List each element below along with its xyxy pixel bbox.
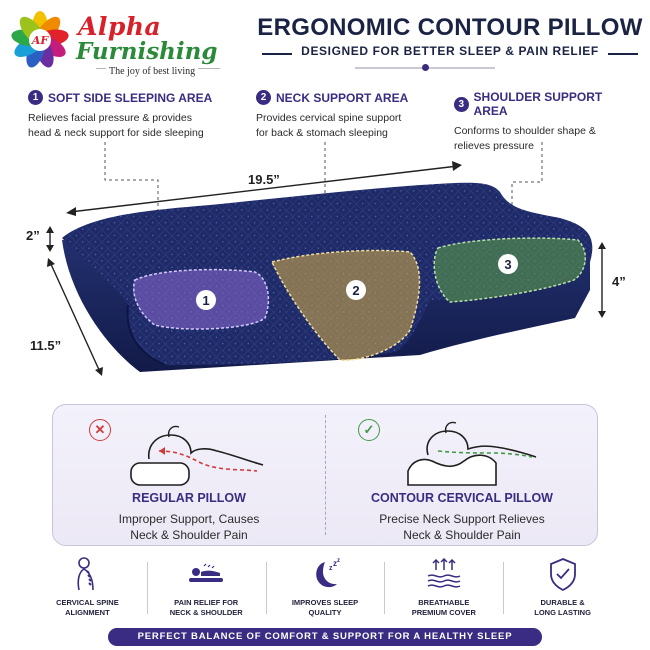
footer-banner: PERFECT BALANCE OF COMFORT & SUPPORT FOR…: [108, 628, 542, 646]
subtitle-dot: [422, 64, 429, 71]
regular-pillow-description: Improper Support, Causes Neck & Shoulder…: [53, 511, 325, 543]
feature-row: CERVICAL SPINE ALIGNMENT PAIN RELIEF FOR…: [28, 556, 622, 624]
area-number-badge: 2: [256, 90, 271, 105]
x-circle-icon: ✕: [89, 419, 111, 441]
feature-label-line: CERVICAL SPINE: [56, 598, 119, 607]
feature-item: BREATHABLE PREMIUM COVER: [384, 556, 503, 624]
area-heading: 2 NECK SUPPORT AREA: [256, 90, 426, 105]
feature-item: DURABLE & LONG LASTING: [503, 556, 622, 624]
zone-1-marker: 1: [196, 290, 216, 310]
area-description: Conforms to shoulder shape & relieves pr…: [454, 124, 634, 154]
comparison-panel: ✕ REGULAR PILLOW Improper Support, Cause…: [52, 404, 598, 546]
pillow-contour-edge: [126, 304, 166, 366]
feature-label-line: LONG LASTING: [534, 608, 591, 617]
area-description: Provides cervical spine support for back…: [256, 111, 426, 141]
zone-2-number: 2: [352, 283, 359, 298]
pillow-illustration: 1 2 3: [46, 142, 606, 376]
zone-2-marker: 2: [346, 280, 366, 300]
feature-label-line: PREMIUM COVER: [411, 608, 476, 617]
zone-3-number: 3: [504, 257, 511, 272]
area-heading: 1 SOFT SIDE SLEEPING AREA: [28, 90, 238, 105]
dimension-arrows: [46, 161, 606, 376]
svg-text:z: z: [333, 559, 337, 568]
area-shoulder-support: 3 SHOULDER SUPPORT AREA Conforms to shou…: [454, 90, 634, 154]
feature-label-line: BREATHABLE: [418, 598, 470, 607]
feature-label: BREATHABLE PREMIUM COVER: [384, 598, 503, 618]
feature-label: IMPROVES SLEEP QUALITY: [266, 598, 385, 618]
logo-monogram: AF: [31, 34, 50, 47]
brand-tagline: The joy of best living: [106, 66, 199, 77]
cmp-desc-line: Improper Support, Causes: [118, 512, 260, 526]
zone-3-marker: 3: [498, 254, 518, 274]
page-subtitle: DESIGNED FOR BETTER SLEEP & PAIN RELIEF: [301, 44, 599, 58]
zone-1-number: 1: [202, 293, 209, 308]
feature-item: z z z IMPROVES SLEEP QUALITY: [265, 556, 385, 624]
flower-logo-icon: AF: [11, 11, 69, 68]
area-desc-line: head & neck support for side sleeping: [28, 127, 204, 139]
moon-sleep-icon: z z z: [316, 558, 340, 588]
subtitle-rule-right: [608, 53, 638, 55]
area-desc-line: Relieves facial pressure & provides: [28, 112, 192, 124]
area-number-badge: 1: [28, 90, 43, 105]
comparison-divider: [325, 415, 326, 535]
area-title: SOFT SIDE SLEEPING AREA: [48, 90, 213, 105]
area-title: SHOULDER SUPPORT AREA: [473, 90, 603, 118]
check-circle-icon: ✓: [358, 419, 380, 441]
area-desc-line: relieves pressure: [454, 140, 534, 152]
page-title: ERGONOMIC CONTOUR PILLOW: [257, 14, 643, 41]
area-description: Relieves facial pressure & provides head…: [28, 111, 238, 141]
feature-label-line: PAIN RELIEF FOR: [174, 598, 239, 607]
feature-label-line: DURABLE &: [540, 598, 585, 607]
area-heading: 3 SHOULDER SUPPORT AREA: [454, 90, 634, 118]
cmp-desc-line: Precise Neck Support Relieves: [379, 512, 545, 526]
contour-pillow-column: ✓ CONTOUR CERVICAL PILLOW Precise Neck S…: [326, 405, 598, 547]
cmp-desc-line: Neck & Shoulder Pain: [403, 528, 521, 542]
feature-item: CERVICAL SPINE ALIGNMENT: [28, 556, 147, 624]
svg-text:z: z: [337, 558, 340, 564]
svg-text:z: z: [329, 565, 333, 572]
dimension-width-label: 11.5”: [30, 338, 62, 353]
contour-pillow-title: CONTOUR CERVICAL PILLOW: [371, 491, 553, 505]
feature-label-line: NECK & SHOULDER: [169, 608, 243, 617]
dimension-length-label: 19.5”: [248, 172, 280, 187]
feature-label: CERVICAL SPINE ALIGNMENT: [28, 598, 147, 618]
area-title: NECK SUPPORT AREA: [276, 90, 409, 105]
cmp-desc-line: Neck & Shoulder Pain: [130, 528, 248, 542]
area-desc-line: Conforms to shoulder shape &: [454, 125, 596, 137]
subtitle-block: DESIGNED FOR BETTER SLEEP & PAIN RELIEF: [250, 44, 650, 64]
brand-logo: AF Alpha Furnishing The joy of best livi…: [10, 8, 220, 78]
area-number-badge: 3: [454, 96, 469, 112]
dimension-high-height-label: 4”: [612, 274, 626, 289]
feature-label: PAIN RELIEF FOR NECK & SHOULDER: [147, 598, 266, 618]
shield-check-icon: [549, 558, 576, 592]
regular-pillow-illustration: [130, 425, 264, 486]
person-lying-icon: [189, 563, 224, 582]
feature-label-line: QUALITY: [308, 608, 342, 617]
feature-item: PAIN RELIEF FOR NECK & SHOULDER: [146, 556, 266, 624]
area-desc-line: Provides cervical spine support: [256, 112, 402, 124]
zone-2-highlight: [270, 249, 421, 361]
breathable-fabric-icon: [427, 557, 461, 588]
feature-label: DURABLE & LONG LASTING: [503, 598, 622, 618]
subtitle-rule-left: [262, 53, 292, 55]
contour-pillow-illustration: [407, 421, 537, 486]
dimension-low-height-label: 2”: [26, 228, 40, 243]
area-soft-side: 1 SOFT SIDE SLEEPING AREA Relieves facia…: [28, 90, 238, 141]
feature-label-line: ALIGNMENT: [65, 608, 110, 617]
area-neck-support: 2 NECK SUPPORT AREA Provides cervical sp…: [256, 90, 426, 141]
regular-pillow-title: REGULAR PILLOW: [132, 491, 246, 505]
brand-name-line2: Furnishing: [76, 38, 218, 65]
regular-pillow-column: ✕ REGULAR PILLOW Improper Support, Cause…: [53, 405, 325, 547]
contour-pillow-description: Precise Neck Support Relieves Neck & Sho…: [326, 511, 598, 543]
feature-label-line: IMPROVES SLEEP: [291, 598, 359, 607]
brand-name-line1: Alpha: [78, 12, 162, 41]
spine-icon: [77, 557, 95, 591]
area-desc-line: for back & stomach sleeping: [256, 127, 388, 139]
